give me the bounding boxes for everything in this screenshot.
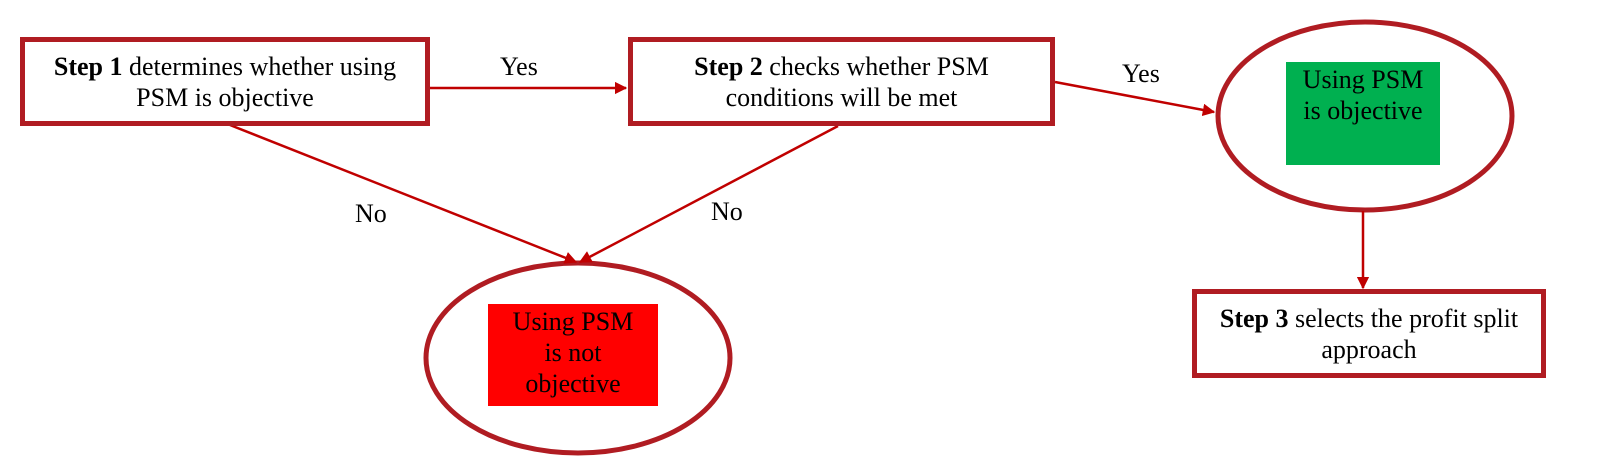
step1-box: Step 1 determines whether using PSM is o… [20,37,430,126]
outcome-yes-fill: Using PSM is objective [1286,62,1440,165]
label-yes-step1-step2: Yes [500,52,538,81]
outcome-no-line2: is not [544,338,602,367]
label-no-step2: No [711,197,743,226]
edge-step2-to-yes [1054,80,1216,117]
step2-rest: checks whether PSM [762,51,989,81]
outcome-no-line3: objective [525,369,621,398]
outcome-yes-line2: is objective [1303,96,1423,125]
step1-line1: Step 1 determines whether using [54,51,396,82]
outcome-yes-ellipse [1215,19,1515,213]
edge-step2-to-no [578,124,839,264]
outcome-no-ellipse [423,260,733,456]
step3-bold: Step 3 [1219,303,1289,333]
label-yes-step2-outcome: Yes [1122,59,1160,88]
step2-box: Step 2 checks whether PSM conditions wil… [628,37,1055,126]
edge-step1-to-no [229,123,578,264]
step2-line2: conditions will be met [725,82,958,112]
step3-line1: Step 3 selects the profit split [1220,303,1518,334]
step3-rest: selects the profit split [1288,303,1519,333]
step3-box: Step 3 selects the profit split approach [1192,289,1546,378]
label-no-step1: No [355,199,387,228]
step3-line2: approach [1321,334,1417,364]
step1-bold: Step 1 [53,51,123,81]
step1-line2: PSM is objective [136,82,314,112]
outcome-no-line1: Using PSM [512,307,634,336]
outcome-no-fill: Using PSM is not objective [488,304,658,406]
outcome-yes-line1: Using PSM [1302,65,1424,94]
step2-bold: Step 2 [694,51,763,81]
step2-line1: Step 2 checks whether PSM [694,51,989,82]
step1-rest: determines whether using [122,51,397,81]
